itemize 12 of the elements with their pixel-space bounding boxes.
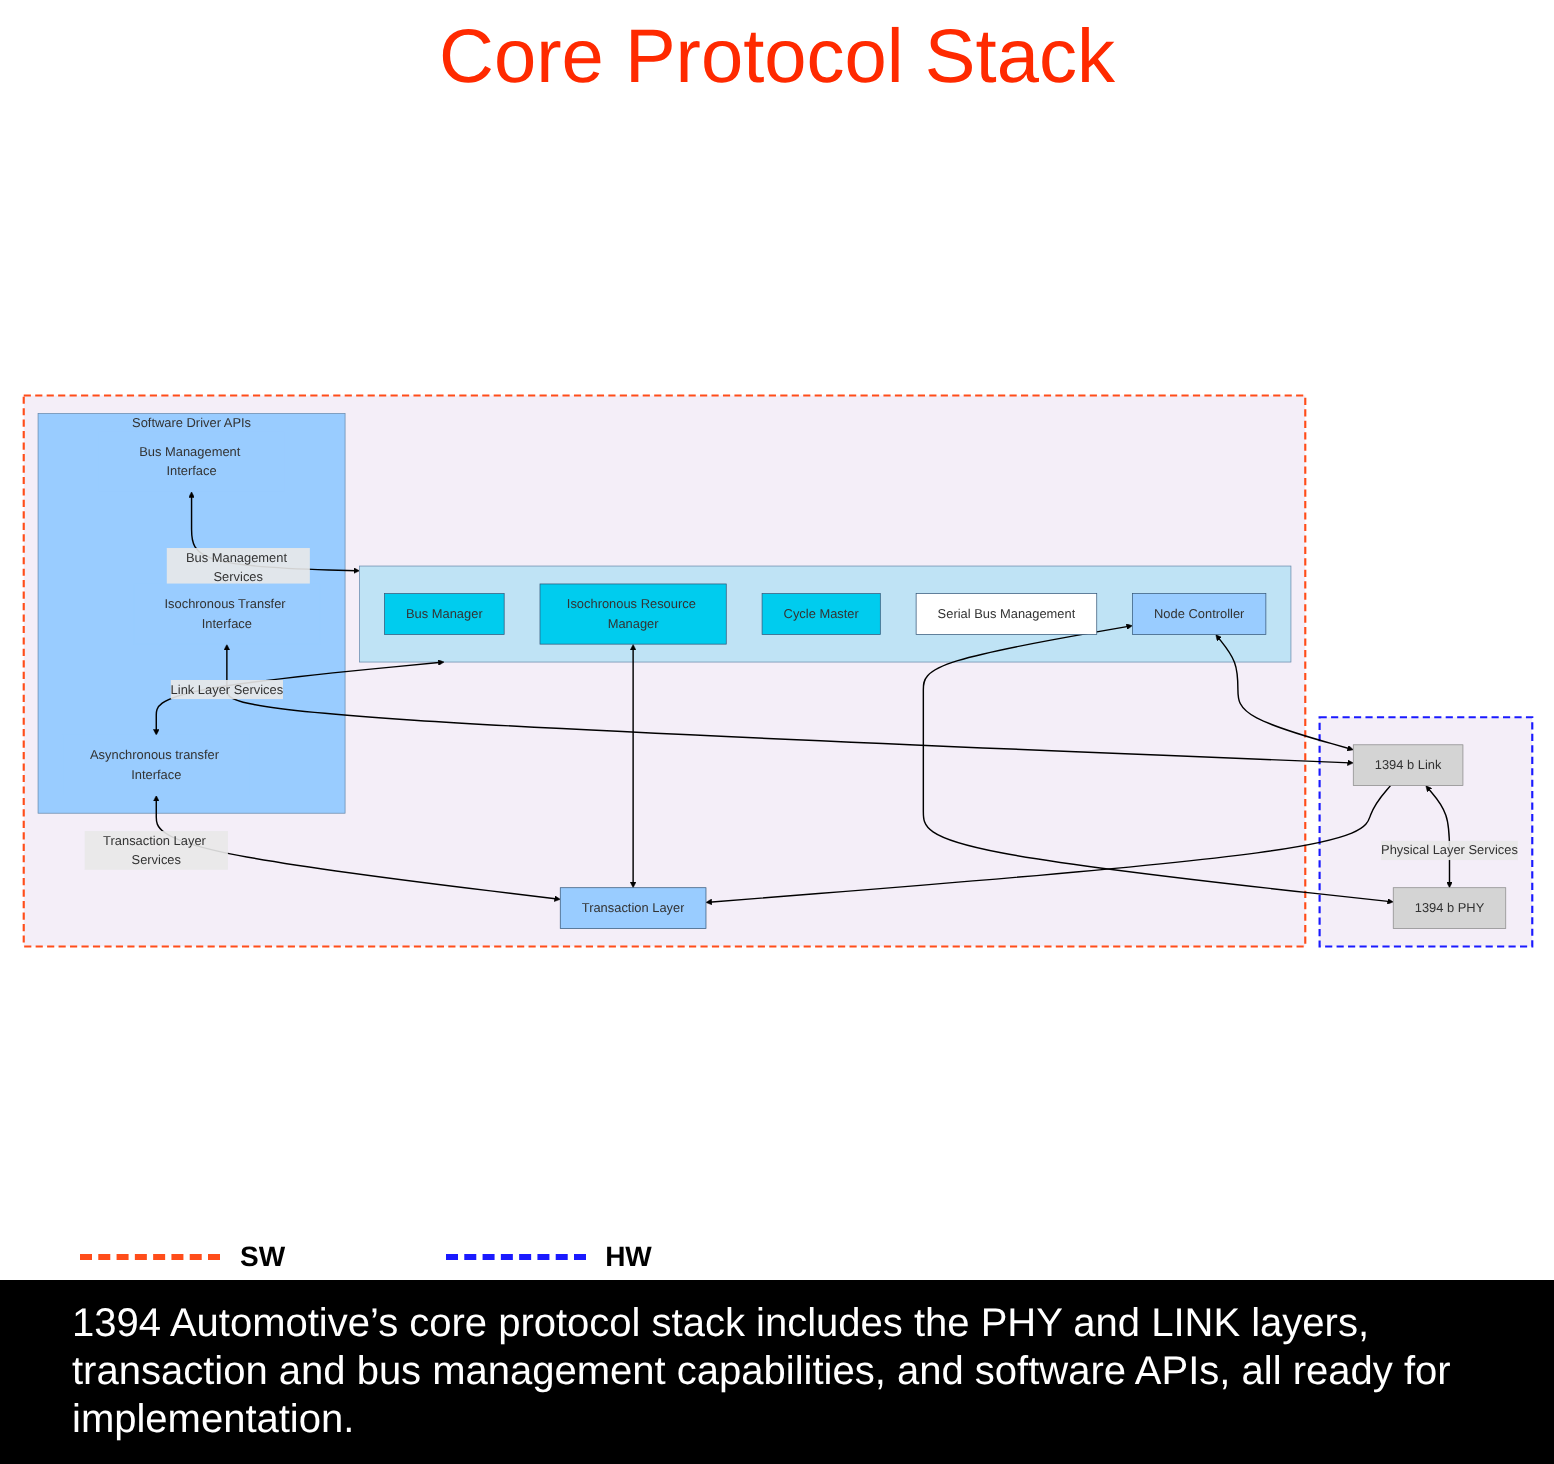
arrow bbox=[628, 644, 636, 888]
arrow bbox=[222, 644, 1353, 766]
legend-label: SW bbox=[240, 1240, 286, 1272]
title: Core Protocol Stack bbox=[437, 16, 1117, 102]
cluster bbox=[1317, 716, 1533, 948]
arrow bbox=[921, 623, 1393, 905]
cluster bbox=[21, 394, 1306, 948]
arrow bbox=[1214, 634, 1353, 752]
caption: 1394 Automotive’s core protocol stack includes the PHY and LINK layers, transaction and bus management capabilities, and software APIs, all ready for implementation. bbox=[0, 1280, 1554, 1464]
arrow bbox=[704, 784, 1391, 906]
legend-label: HW bbox=[605, 1240, 652, 1272]
cluster bbox=[358, 565, 1291, 663]
